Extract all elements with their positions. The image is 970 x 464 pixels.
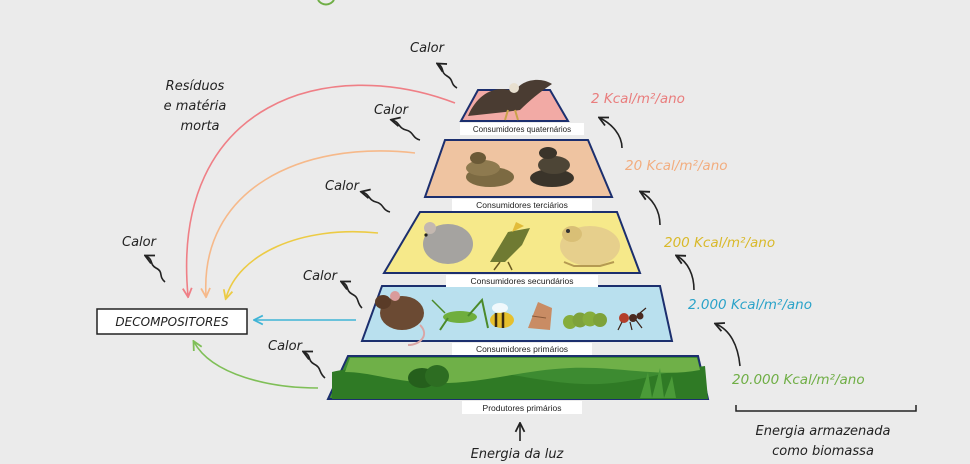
heat-label: Calor bbox=[410, 41, 446, 56]
heat-label: Calor bbox=[325, 179, 361, 194]
level-produtores: Produtores primários bbox=[328, 356, 708, 414]
level-quaternarios: Consumidores quaternários bbox=[460, 80, 584, 135]
heat-arrow-icon bbox=[342, 282, 362, 308]
decompositores-label: DECOMPOSITORES bbox=[115, 315, 229, 329]
level-label-quaternarios: Consumidores quaternários bbox=[473, 125, 571, 134]
level-terciarios: Consumidores terciários bbox=[425, 140, 612, 211]
level-label-secundarios: Consumidores secundários bbox=[471, 276, 574, 286]
up-arrow-icon bbox=[600, 118, 622, 148]
light-energy-label: Energia da luz bbox=[471, 447, 565, 462]
heat-arrow-icon bbox=[362, 192, 390, 212]
heat-label: Calor bbox=[303, 269, 339, 284]
heat-arrow-icon bbox=[304, 352, 325, 378]
level-secundarios: Consumidores secundários bbox=[384, 212, 640, 287]
light-energy: Energia da luz bbox=[471, 424, 565, 462]
level-primarios: Consumidores primários bbox=[362, 286, 672, 355]
heat-arrow-icon bbox=[392, 120, 420, 140]
heat-label: Calor bbox=[122, 235, 158, 250]
caption-line-1: Energia armazenada bbox=[756, 424, 891, 439]
energy-value-quaternarios: 2 Kcal/m²/ano bbox=[591, 91, 685, 107]
residuos-line-1: Resíduos bbox=[166, 79, 225, 94]
caption-line-2: como biomassa bbox=[772, 444, 874, 459]
heat-label: Calor bbox=[268, 339, 304, 354]
heat-quaternarios: Calor bbox=[410, 41, 457, 88]
heat-produtores: Calor bbox=[268, 339, 325, 378]
up-arrow-icon bbox=[716, 324, 740, 366]
up-arrow-icon bbox=[677, 256, 694, 290]
heat-primarios: Calor bbox=[303, 269, 362, 308]
level-label-terciarios: Consumidores terciários bbox=[476, 200, 568, 210]
heat-secundarios: Calor bbox=[325, 179, 390, 212]
residuos-label: Resíduos e matéria morta bbox=[164, 79, 227, 134]
energy-value-secundarios: 200 Kcal/m²/ano bbox=[664, 235, 775, 251]
level-label-produtores: Produtores primários bbox=[483, 403, 562, 413]
decompositores-box: DECOMPOSITORES bbox=[97, 309, 247, 334]
cropped-mark-icon bbox=[318, 0, 334, 5]
energy-value-produtores: 20.000 Kcal/m²/ano bbox=[732, 372, 865, 388]
energy-values: 2 Kcal/m²/ano 20 Kcal/m²/ano 200 Kcal/m²… bbox=[591, 91, 865, 388]
level-label-primarios: Consumidores primários bbox=[476, 344, 568, 354]
flow-arrow-secundarios-icon bbox=[226, 232, 378, 298]
heat-arrow-icon bbox=[438, 64, 457, 88]
biomassa-caption: Energia armazenada como biomassa bbox=[736, 405, 916, 459]
up-arrow-icon bbox=[641, 192, 660, 225]
heat-terciarios: Calor bbox=[374, 103, 420, 140]
heat-label: Calor bbox=[374, 103, 410, 118]
residuos-line-3: morta bbox=[180, 119, 219, 134]
bush-icon bbox=[425, 365, 449, 387]
heat-arrow-icon bbox=[146, 256, 165, 282]
residuos-line-2: e matéria bbox=[164, 99, 227, 114]
bracket-icon bbox=[736, 405, 916, 411]
energy-value-terciarios: 20 Kcal/m²/ano bbox=[625, 158, 728, 174]
toad-icon bbox=[560, 226, 620, 266]
energy-value-primarios: 2.000 Kcal/m²/ano bbox=[688, 297, 812, 313]
heat-decompositores: Calor bbox=[122, 235, 165, 282]
